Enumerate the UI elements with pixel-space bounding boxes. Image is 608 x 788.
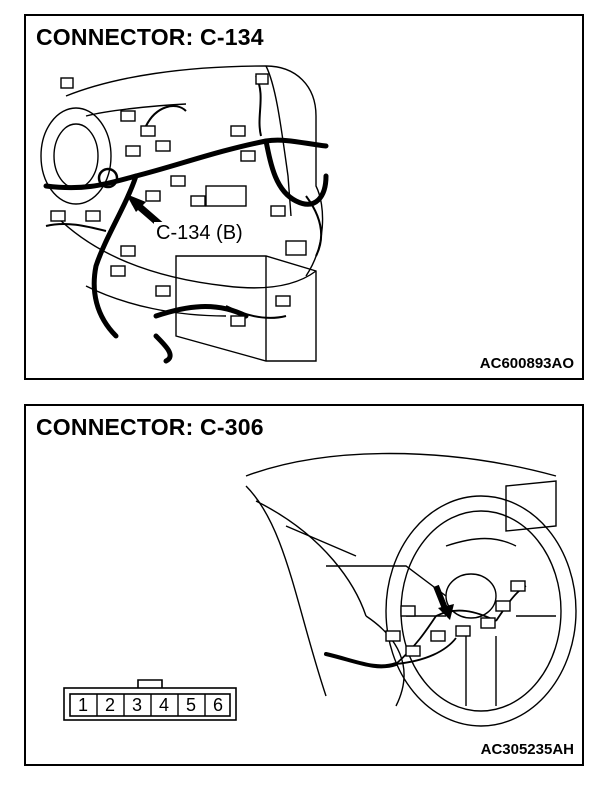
pin-6: 6 [212,695,223,715]
steering-wheel-illustration [245,452,577,727]
figure-code: AC305235AH [480,741,574,758]
connector-c306-panel: CONNECTOR: C-306 1 2 3 4 5 6 AC305235AH [24,404,584,766]
dashboard-harness-illustration [40,65,329,364]
connector-pin-face [63,679,237,721]
connector-callout-label: C-134 (B) [154,222,245,245]
connector-pins: 1 2 3 4 5 6 [62,678,238,722]
panel-title: CONNECTOR: C-306 [36,414,264,440]
pin-2: 2 [104,695,115,715]
connector-c134-panel: CONNECTOR: C-134 C-134 (B) AC600893AO [24,14,584,380]
pin-5: 5 [185,695,196,715]
figure-code: AC600893AO [479,355,574,372]
pin-1: 1 [77,695,88,715]
pin-3: 3 [131,695,142,715]
panel-title: CONNECTOR: C-134 [36,24,264,50]
pin-4: 4 [158,695,169,715]
